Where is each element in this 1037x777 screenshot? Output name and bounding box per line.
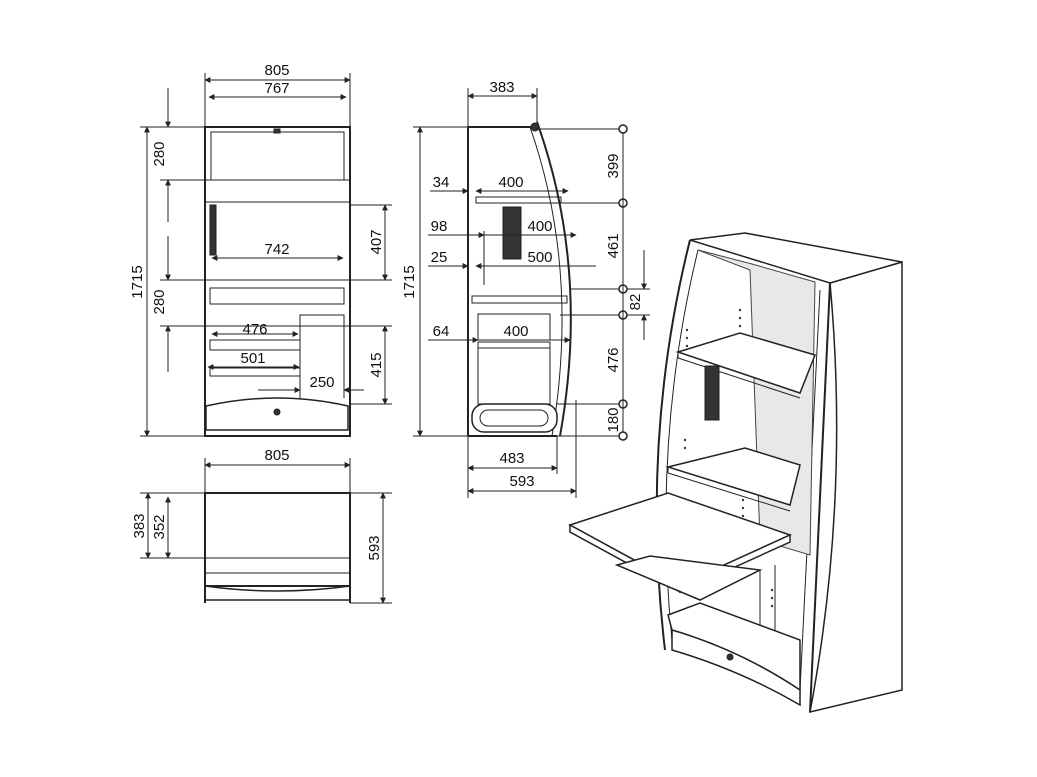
iso-shelf-pegs: [683, 308, 774, 608]
dim-top-depth-total: 593: [366, 535, 383, 560]
side-shelf-c: [471, 295, 568, 304]
iso-upper-shelf: [675, 332, 816, 394]
dim-front-height-total: 1715: [129, 265, 146, 298]
top-desk-front: [204, 585, 351, 601]
dim-side-depth-total: 593: [509, 473, 534, 490]
top-cabinet-outline: [204, 492, 351, 587]
dim-front-drawer-b: 501: [240, 350, 265, 367]
dim-top-width: 805: [264, 447, 289, 464]
dim-side-shelf-b: 400: [527, 218, 552, 235]
side-view: 383 1715 34 400 98 400 25 500 64 400: [401, 79, 650, 498]
dim-side-h-gap: 82: [627, 294, 644, 311]
dim-side-height-total: 1715: [401, 265, 418, 298]
dim-front-drawer-a: 476: [242, 321, 267, 338]
front-view: 805 767 1715 280 280 742 407 476 501: [129, 62, 392, 437]
dim-side-shelf-a: 400: [498, 174, 523, 191]
dim-side-shelf-d: 400: [503, 323, 528, 340]
dim-front-pullout-depth: 250: [309, 374, 334, 391]
front-pull-out-a: [209, 339, 301, 351]
dim-side-offset-a: 34: [433, 174, 450, 191]
isometric-view: [568, 232, 903, 713]
dim-front-shelf-width: 742: [264, 241, 289, 258]
iso-side-panel: [809, 261, 903, 713]
front-hanging-bracket: [209, 204, 217, 256]
dim-top-depth-a: 383: [131, 513, 148, 538]
dim-side-h-base: 180: [605, 407, 622, 432]
iso-drawer-knob: [726, 653, 734, 661]
dim-side-offset-d: 64: [433, 323, 450, 340]
side-curved-front: [536, 121, 572, 437]
dim-side-shelf-c: 500: [527, 249, 552, 266]
dim-front-width-outer: 805: [264, 62, 289, 79]
iso-top: [689, 232, 903, 284]
dim-side-offset-c: 25: [431, 249, 448, 266]
dim-front-width-inner: 767: [264, 80, 289, 97]
dim-side-offset-b: 98: [431, 218, 448, 235]
dim-side-h-top: 399: [605, 153, 622, 178]
dim-front-top-section: 280: [151, 141, 168, 166]
dim-side-depth-top: 383: [489, 79, 514, 96]
dim-front-middle-section: 280: [151, 289, 168, 314]
side-hanging-bracket: [502, 206, 522, 260]
dim-front-lower-height: 415: [368, 352, 385, 377]
dim-top-depth-b: 352: [151, 514, 168, 539]
side-base-drawer: [471, 403, 558, 433]
side-shelf-a: [475, 196, 562, 204]
front-top-panel: [210, 131, 345, 181]
dim-front-opening-height: 407: [368, 229, 385, 254]
drawer-knob: [273, 408, 281, 416]
side-shelf-d: [477, 341, 551, 349]
front-pull-out-b: [209, 367, 301, 377]
top-view: 805 383 352 593: [131, 447, 392, 604]
dim-side-depth-inner: 483: [499, 450, 524, 467]
front-shelf: [209, 287, 345, 305]
iso-middle-shelf: [665, 447, 801, 506]
dim-side-h-second: 461: [605, 233, 622, 258]
dim-side-h-lower: 476: [605, 347, 622, 372]
iso-hanging-bracket: [704, 365, 720, 421]
front-cabinet-outline: [204, 126, 351, 437]
